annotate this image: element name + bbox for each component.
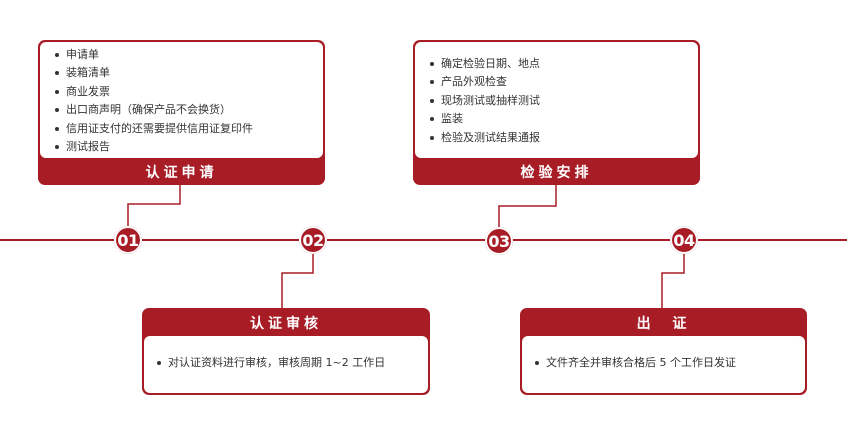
step-04-item-list: 文件齐全并审核合格后 5 个工作日发证: [532, 354, 736, 372]
list-item: 产品外观检查: [427, 73, 540, 91]
step-title: 认证申请: [145, 165, 218, 181]
connector-03: [498, 185, 557, 227]
step-title: 检验安排: [520, 165, 593, 181]
step-card-01: 申请单 装箱清单 商业发票 出口商声明（确保产品不会换货） 信用证支付的还需要提…: [38, 40, 325, 185]
list-item: 文件齐全并审核合格后 5 个工作日发证: [532, 354, 736, 372]
step-card-01-body: 申请单 装箱清单 商业发票 出口商声明（确保产品不会换货） 信用证支付的还需要提…: [40, 42, 323, 158]
step-card-02-body: 对认证资料进行审核，审核周期 1~2 工作日: [144, 336, 428, 393]
list-item: 监装: [427, 110, 540, 128]
step-03-item-list: 确定检验日期、地点 产品外观检查 现场测试或抽样测试 监装 检验及测试结果通报: [427, 55, 540, 147]
list-item: 申请单: [52, 46, 253, 64]
step-card-02: 认证审核 对认证资料进行审核，审核周期 1~2 工作日: [142, 308, 430, 395]
step-title: 出 证: [636, 316, 691, 332]
list-item: 商业发票: [52, 83, 253, 101]
connector-04: [661, 253, 685, 308]
step-card-04: 出 证 文件齐全并审核合格后 5 个工作日发证: [520, 308, 807, 395]
list-item: 信用证支付的还需要提供信用证复印件: [52, 120, 253, 138]
step-02-item-list: 对认证资料进行审核，审核周期 1~2 工作日: [154, 354, 385, 372]
list-item: 现场测试或抽样测试: [427, 92, 540, 110]
step-number-04: 04: [670, 226, 698, 254]
step-title: 认证审核: [250, 316, 322, 332]
step-number-03: 03: [485, 227, 513, 255]
step-card-04-body: 文件齐全并审核合格后 5 个工作日发证: [522, 336, 805, 393]
list-item: 检验及测试结果通报: [427, 129, 540, 147]
step-01-item-list: 申请单 装箱清单 商业发票 出口商声明（确保产品不会换货） 信用证支付的还需要提…: [52, 46, 253, 156]
connector-02: [281, 253, 314, 308]
list-item: 装箱清单: [52, 64, 253, 82]
step-card-03: 确定检验日期、地点 产品外观检查 现场测试或抽样测试 监装 检验及测试结果通报 …: [413, 40, 700, 185]
step-card-03-body: 确定检验日期、地点 产品外观检查 现场测试或抽样测试 监装 检验及测试结果通报: [415, 42, 698, 158]
step-number-01: 01: [114, 226, 142, 254]
timeline-line: [0, 239, 847, 241]
connector-01: [127, 185, 181, 226]
list-item: 确定检验日期、地点: [427, 55, 540, 73]
step-number-02: 02: [299, 226, 327, 254]
list-item: 出口商声明（确保产品不会换货）: [52, 101, 253, 119]
list-item: 对认证资料进行审核，审核周期 1~2 工作日: [154, 354, 385, 372]
list-item: 测试报告: [52, 138, 253, 156]
